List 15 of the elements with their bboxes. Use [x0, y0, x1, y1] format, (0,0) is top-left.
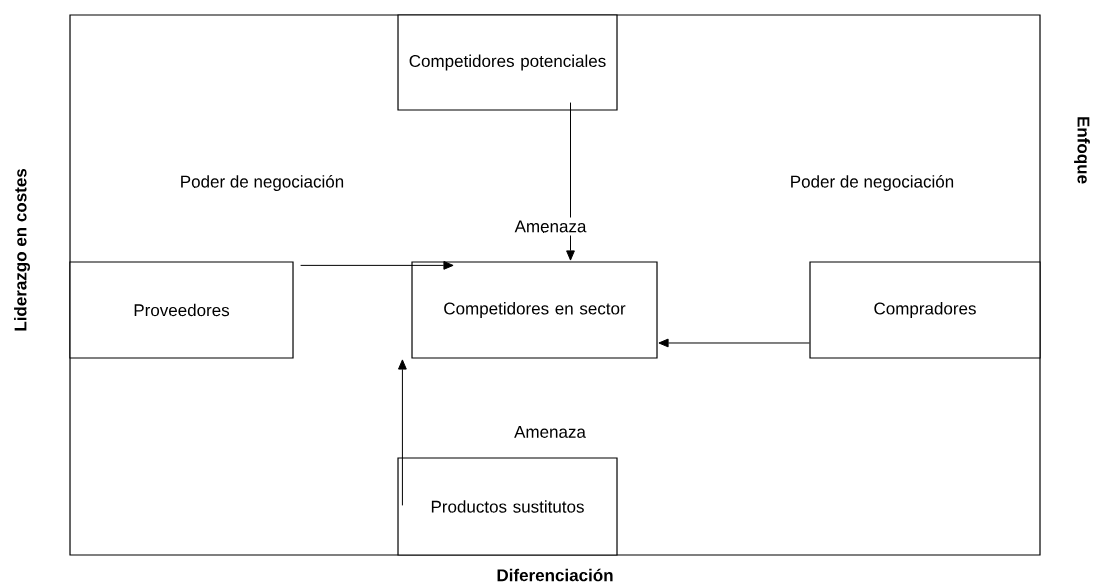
text-label: Poder de negociación [791, 174, 954, 191]
axis-label: Enfoque [1074, 117, 1090, 184]
axis-label: Liderazgo en costes [14, 169, 30, 331]
box: Proveedores [69, 261, 294, 359]
text-label: Poder de negociación [181, 174, 344, 191]
arrow [658, 338, 810, 348]
box: Productos sustitutos [397, 457, 618, 556]
text-label: Amenaza [514, 426, 586, 438]
arrow [300, 261, 454, 270]
box: Competidores potenciales [397, 14, 618, 111]
box: Compradores [809, 261, 1041, 359]
box: Competidores en sector [411, 261, 658, 359]
arrow [566, 102, 575, 261]
edge-label: Amenaza [511, 217, 590, 236]
arrow [398, 359, 407, 506]
